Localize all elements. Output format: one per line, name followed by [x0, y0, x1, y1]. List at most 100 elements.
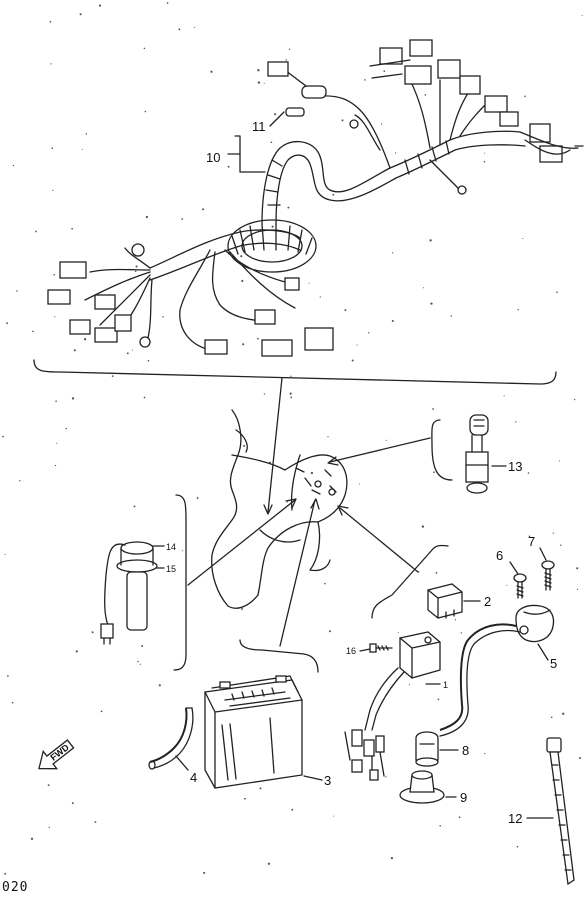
speckle	[290, 375, 292, 377]
speckle	[356, 344, 358, 346]
speckle	[257, 337, 259, 340]
speckle	[73, 349, 76, 352]
speckle	[244, 797, 246, 800]
speckle	[385, 439, 387, 441]
speckle	[56, 442, 58, 444]
speckle	[53, 273, 55, 276]
harness-group-bracket	[33, 359, 557, 385]
speckle	[135, 265, 138, 268]
speckle	[7, 675, 9, 677]
speckle	[267, 862, 271, 865]
speckle	[51, 147, 54, 150]
speckle	[422, 287, 424, 289]
leader-arrows	[187, 377, 431, 647]
speckle	[147, 359, 150, 362]
speckle	[166, 2, 169, 4]
speckle	[162, 316, 164, 318]
speckle	[158, 684, 161, 687]
speckle	[71, 802, 74, 805]
speckle	[528, 535, 531, 538]
speckle	[270, 141, 273, 144]
speckle	[71, 227, 73, 230]
speckle	[522, 237, 524, 239]
speckle	[291, 808, 294, 811]
speckle	[91, 631, 94, 634]
speckle	[12, 164, 15, 167]
callout-8: 8	[462, 743, 469, 758]
speckle	[4, 872, 7, 875]
part-7-screw	[541, 560, 555, 591]
speckle	[257, 81, 261, 84]
speckle	[182, 550, 184, 552]
wire-harness	[47, 39, 584, 357]
speckle	[390, 856, 394, 860]
leader-7	[539, 547, 547, 561]
speckle	[367, 332, 370, 334]
part-8-plug-cap	[415, 731, 439, 767]
speckle	[2, 435, 4, 438]
speckle	[288, 48, 291, 50]
speckle	[55, 400, 57, 402]
speckle	[484, 152, 486, 154]
speckle	[65, 427, 67, 430]
speckle	[141, 645, 144, 647]
speckle	[310, 471, 314, 475]
frame-outline	[211, 409, 348, 609]
speckle	[397, 631, 399, 633]
speckle	[178, 28, 181, 31]
speckle	[241, 279, 244, 283]
relay-group-bracket	[371, 544, 449, 619]
speckle	[227, 165, 230, 168]
speckle	[327, 436, 329, 438]
speckle	[344, 309, 347, 312]
speckle	[308, 282, 310, 284]
speckle	[324, 582, 326, 585]
speckle	[439, 824, 442, 827]
speckle	[48, 826, 50, 829]
part-13-socket	[465, 414, 489, 494]
callout-11: 11	[252, 119, 266, 134]
speckle	[30, 837, 34, 840]
speckle	[552, 532, 554, 534]
speckle	[576, 588, 579, 591]
speckle	[430, 302, 433, 305]
speckle	[79, 13, 82, 16]
speckle	[143, 396, 146, 399]
callout-10: 10	[206, 150, 220, 165]
forward-arrow: FWD	[38, 739, 75, 770]
speckle	[137, 660, 139, 663]
speckle	[94, 821, 97, 823]
speckle	[131, 349, 134, 351]
callout-1: 1	[443, 680, 448, 690]
speckle	[71, 397, 75, 400]
speckle	[145, 215, 149, 219]
leader-6	[509, 561, 519, 575]
speckle	[242, 343, 245, 346]
page-code: 020	[2, 880, 28, 895]
speckle	[144, 110, 147, 113]
speckle	[285, 59, 287, 61]
speckle	[32, 330, 34, 333]
speckle	[429, 239, 432, 242]
callout-13: 13	[508, 459, 522, 474]
speckle	[286, 501, 288, 503]
speckle	[287, 206, 290, 209]
callout-9: 9	[460, 790, 467, 805]
callout-6: 6	[496, 548, 503, 563]
speckle	[454, 619, 457, 621]
speckle	[35, 230, 37, 233]
speckle	[134, 270, 137, 273]
speckle	[111, 375, 114, 377]
speckle	[450, 315, 452, 317]
speckle	[483, 161, 486, 163]
speckle	[503, 395, 505, 397]
part-5-ignition-coil	[439, 604, 555, 737]
speckle	[50, 63, 52, 65]
speckle	[54, 464, 57, 467]
speckle	[394, 152, 397, 154]
speckle	[527, 472, 530, 474]
part-4-breather-hose	[148, 707, 194, 770]
callout-3: 3	[324, 773, 331, 788]
speckle	[98, 4, 102, 7]
part-12-cable-tie	[546, 737, 575, 886]
